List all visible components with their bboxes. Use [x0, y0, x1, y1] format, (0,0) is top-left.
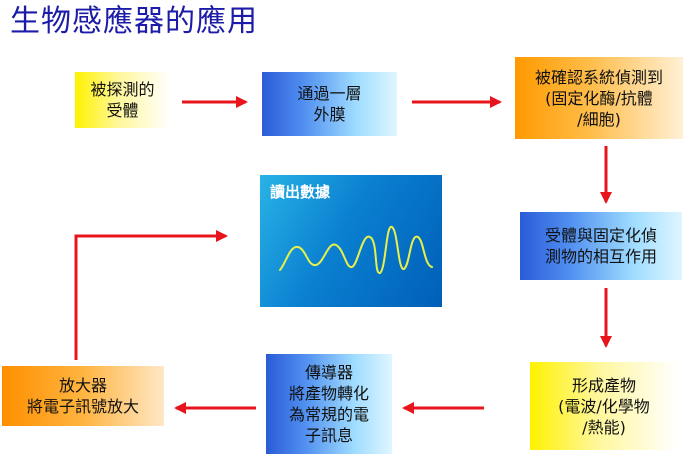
- step-product-line-1: 形成產物: [571, 375, 636, 395]
- step-recognized-line-2: (固定化酶/抗體: [545, 88, 653, 108]
- step-product-line-3: /熱能): [582, 417, 626, 437]
- step-recognized-line-1: 被確認系統偵測到: [534, 67, 663, 87]
- step-binding-box: 受體與固定化偵 測物的相互作用: [520, 212, 682, 280]
- page-title: 生物感應器的應用: [10, 4, 258, 39]
- step-transducer-line-3: 為常規的電: [288, 405, 369, 424]
- step-product-line-2: (電波/化學物: [558, 396, 650, 416]
- step-membrane-line-2: 外膜: [313, 105, 346, 124]
- step-transducer-box: 傳導器 將產物轉化 為常規的電 子訊息: [266, 354, 392, 454]
- step-receptor-line-1: 被探測的: [90, 80, 155, 99]
- step-amplifier-line-2: 將電子訊號放大: [26, 397, 139, 416]
- step-binding-line-1: 受體與固定化偵: [544, 226, 657, 245]
- step-amplifier-box: 放大器 將電子訊號放大: [2, 366, 164, 426]
- step-transducer-line-2: 將產物轉化: [288, 384, 369, 403]
- step-membrane-box: 通過一層 外膜: [262, 72, 397, 136]
- readout-panel: 讀出數據: [260, 175, 442, 307]
- step-receptor-line-2: 受體: [106, 101, 139, 120]
- step-transducer-line-4: 子訊息: [304, 426, 353, 445]
- step-product-box: 形成產物 (電波/化學物 /熱能): [530, 362, 678, 450]
- step-recognized-line-3: /細胞): [577, 109, 621, 129]
- step-binding-line-2: 測物的相互作用: [544, 247, 657, 266]
- step-membrane-line-1: 通過一層: [297, 84, 362, 103]
- signal-waveform: [279, 225, 433, 275]
- readout-label: 讀出數據: [270, 183, 331, 201]
- step-recognized-box: 被確認系統偵測到 (固定化酶/抗體 /細胞): [515, 57, 683, 139]
- arrow-amplifier-to-readout: [74, 230, 228, 360]
- step-amplifier-line-1: 放大器: [58, 376, 107, 395]
- step-receptor-box: 被探測的 受體: [75, 72, 170, 128]
- signal-wave-line: [279, 225, 433, 275]
- step-transducer-line-1: 傳導器: [304, 363, 353, 382]
